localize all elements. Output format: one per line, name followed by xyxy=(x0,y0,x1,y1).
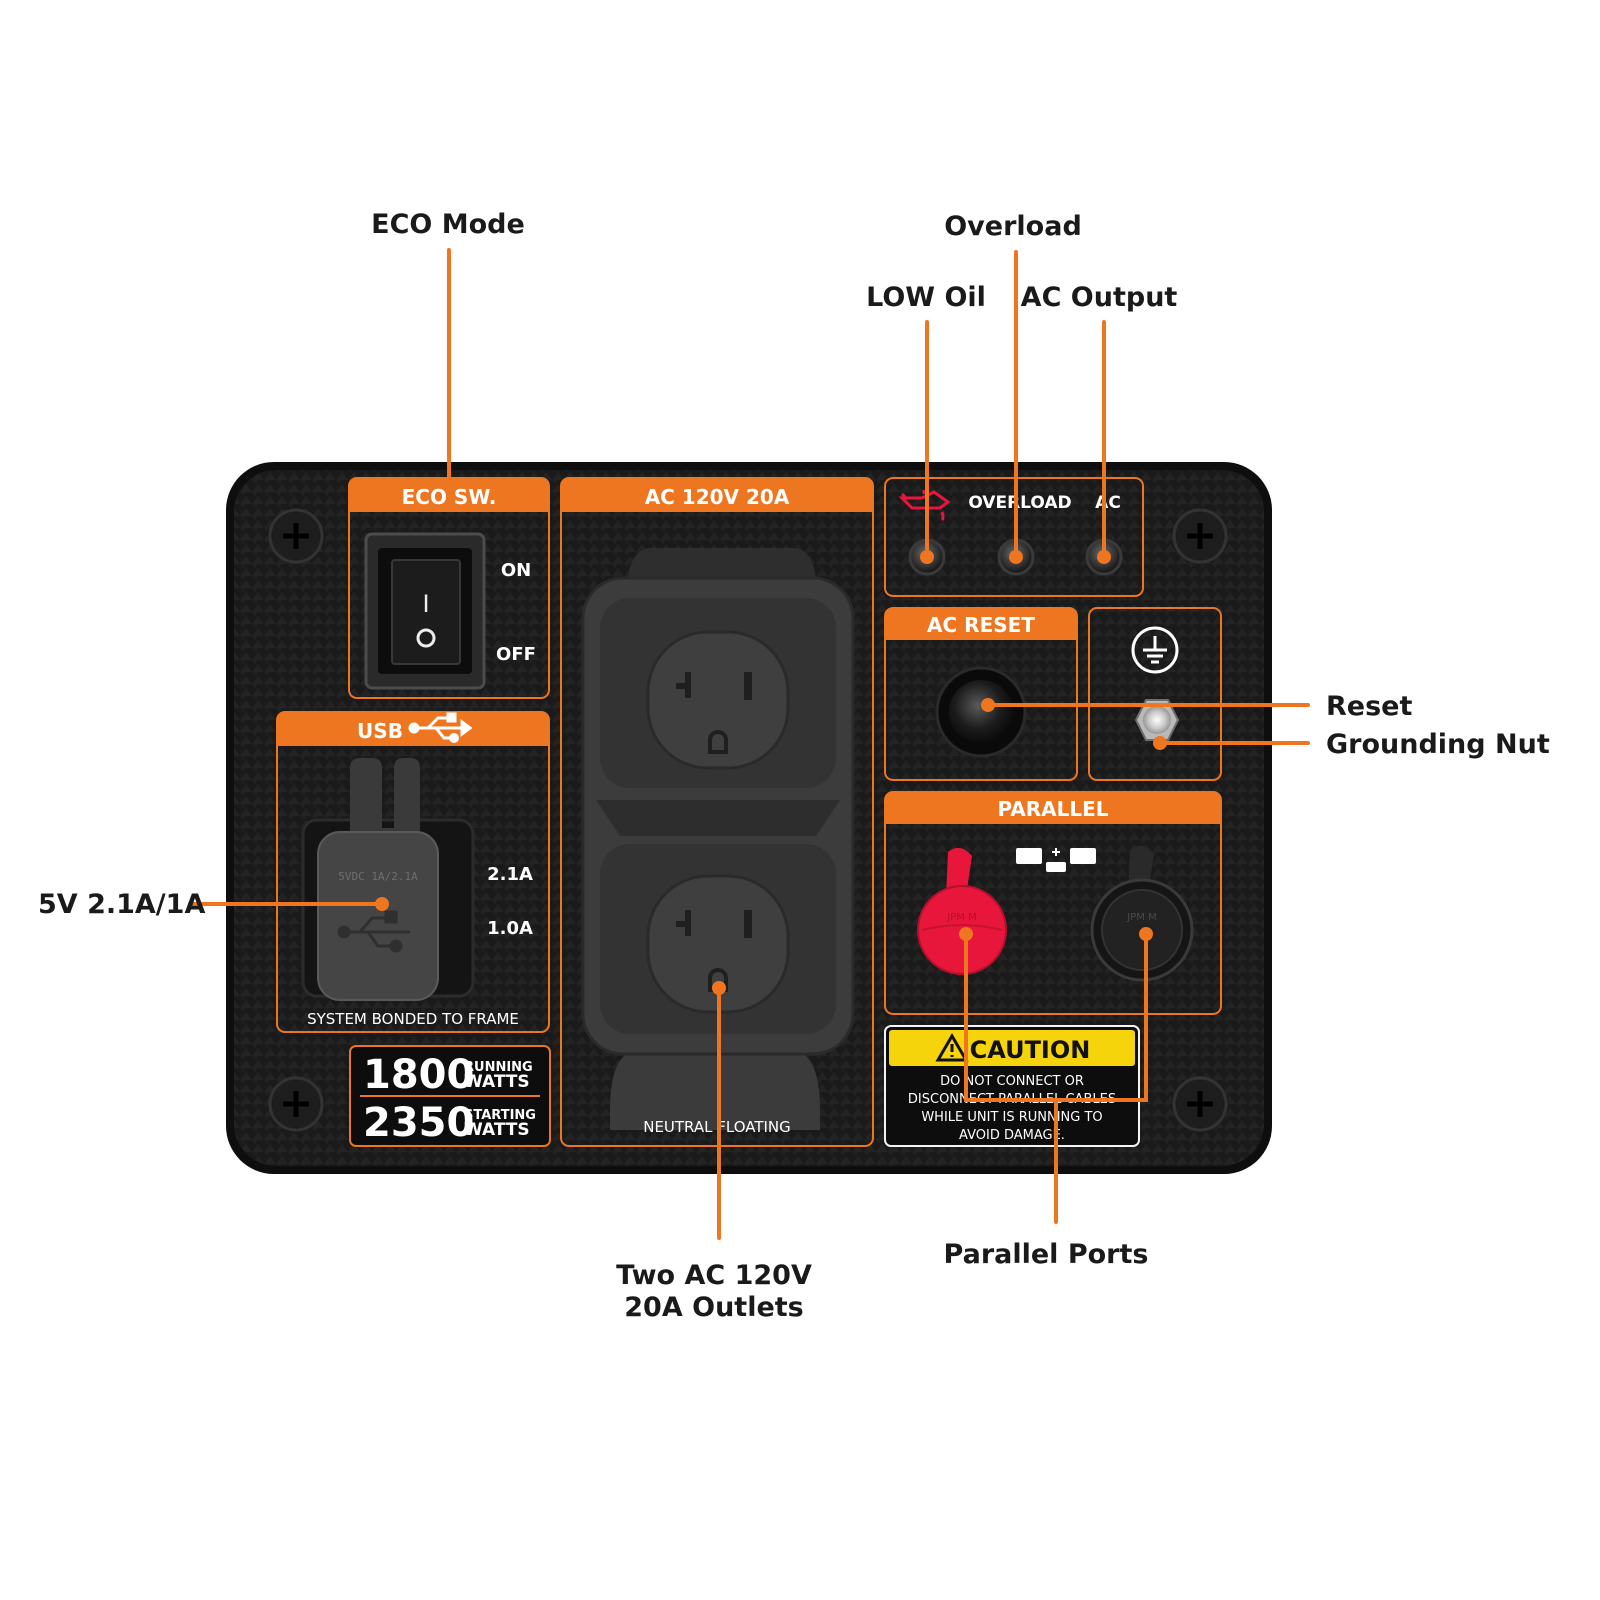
usb-icon xyxy=(337,910,410,953)
screw-icon xyxy=(1172,508,1228,564)
eco-off-label: OFF xyxy=(496,644,536,665)
parallel-ports-callout: Parallel Ports xyxy=(944,1239,1149,1270)
bonded-label: SYSTEM BONDED TO FRAME xyxy=(307,1010,519,1028)
low-oil-icon xyxy=(898,490,951,522)
eco-switch-header: ECO SW. xyxy=(402,485,497,509)
parallel-section: PARALLEL JPM M JPM M xyxy=(884,791,1222,1015)
usb-callout: 5V 2.1A/1A xyxy=(38,889,205,920)
eco-switch-section: ECO SW. I ON OFF xyxy=(348,477,550,699)
parallel-connection-icon xyxy=(1016,848,1096,872)
starting-label-1: STARTING xyxy=(464,1108,536,1123)
grounding-nut[interactable] xyxy=(1134,699,1180,741)
ac-outlet-section: AC 120V 20A NEUTRAL FLOATI xyxy=(560,477,874,1147)
eco-on-label: ON xyxy=(501,560,531,581)
warning-triangle-icon xyxy=(935,1033,969,1062)
usb-port-cover[interactable]: 5VDC 1A/2.1A xyxy=(301,758,475,1001)
overload-callout: Overload xyxy=(944,211,1082,242)
ground-symbol-icon xyxy=(1131,626,1179,674)
overload-indicator-label: OVERLOAD xyxy=(968,493,1071,513)
outlets-callout-line-1: Two AC 120V xyxy=(616,1260,812,1291)
upper-outlet[interactable] xyxy=(646,630,790,770)
grounding-nut-callout: Grounding Nut xyxy=(1326,729,1550,760)
usb-high-label: 2.1A xyxy=(487,864,533,885)
black-cap-text: JPM M xyxy=(1126,912,1156,923)
caution-title: CAUTION xyxy=(970,1036,1091,1064)
ac-indicator-label: AC xyxy=(1095,493,1121,513)
caution-line-3: WHILE UNIT IS RUNNING TO xyxy=(921,1110,1102,1125)
parallel-header: PARALLEL xyxy=(997,797,1108,821)
ac-output-callout: AC Output xyxy=(1021,282,1178,313)
usb-header: USB xyxy=(357,719,403,743)
starting-label-2: WATTS xyxy=(464,1120,530,1140)
ac-outlet-header: AC 120V 20A xyxy=(645,485,790,509)
control-panel: ECO SW. I ON OFF USB xyxy=(226,462,1272,1174)
low-oil-callout: LOW Oil xyxy=(866,282,986,313)
running-label-1: RUNNING xyxy=(464,1060,533,1075)
switch-on-mark: I xyxy=(422,590,429,618)
running-watts-value: 1800 xyxy=(363,1052,474,1098)
running-label-2: WATTS xyxy=(464,1072,530,1092)
caution-line-4: AVOID DAMAGE. xyxy=(959,1128,1065,1143)
caution-label: CAUTION DO NOT CONNECT OR DISCONNECT PAR… xyxy=(884,1025,1140,1147)
switch-off-mark xyxy=(416,628,436,648)
reset-callout: Reset xyxy=(1326,691,1412,722)
ac-reset-header: AC RESET xyxy=(927,613,1035,637)
screw-icon xyxy=(1172,1076,1228,1132)
red-cap-text: JPM M xyxy=(946,912,976,923)
wattage-badge: 1800 RUNNING WATTS 2350 STARTING WATTS xyxy=(349,1045,551,1147)
outlets-callout-line-2: 20A Outlets xyxy=(624,1292,804,1323)
usb-cap-text: 5VDC 1A/2.1A xyxy=(338,870,418,883)
indicator-section: OVERLOAD AC xyxy=(884,477,1144,597)
usb-icon xyxy=(408,712,473,743)
ground-section xyxy=(1088,607,1222,781)
eco-mode-callout: ECO Mode xyxy=(371,209,525,240)
screw-icon xyxy=(268,1076,324,1132)
ac-reset-section: AC RESET xyxy=(884,607,1078,781)
screw-icon xyxy=(268,508,324,564)
callout-leaders xyxy=(188,248,1310,1240)
eco-rocker-switch[interactable]: I xyxy=(364,532,486,690)
starting-watts-value: 2350 xyxy=(363,1100,474,1146)
lower-outlet[interactable] xyxy=(646,874,790,1014)
caution-line-1: DO NOT CONNECT OR xyxy=(940,1074,1084,1089)
ac-reset-button[interactable] xyxy=(949,680,1013,744)
usb-low-label: 1.0A xyxy=(487,918,533,939)
usb-section: USB 5VDC 1A/2.1A xyxy=(276,711,550,1033)
callout-dots xyxy=(375,550,1167,995)
